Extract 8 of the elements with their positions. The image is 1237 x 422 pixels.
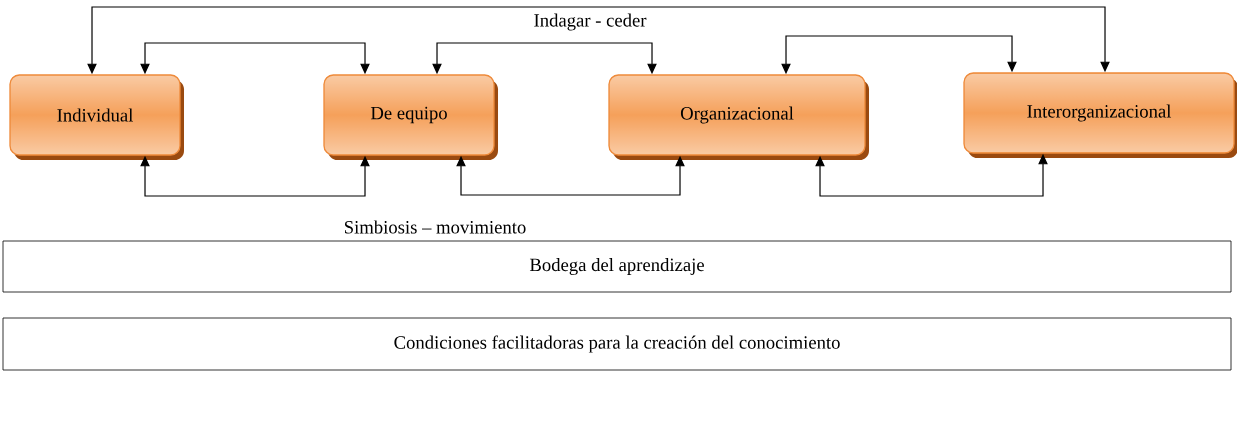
process-box: De equipo <box>323 74 498 160</box>
process-box: Organizacional <box>608 74 869 160</box>
note-text: Simbiosis – movimiento <box>342 219 528 235</box>
note-text: Indagar - ceder <box>532 12 648 32</box>
layer-box: Condiciones facilitadoras para la creación del conocimiento <box>2 317 1232 371</box>
process-box: Interorganizacional <box>963 72 1237 158</box>
process-box: Individual <box>9 74 184 160</box>
layer-box: Bodega del aprendizaje <box>2 240 1232 293</box>
